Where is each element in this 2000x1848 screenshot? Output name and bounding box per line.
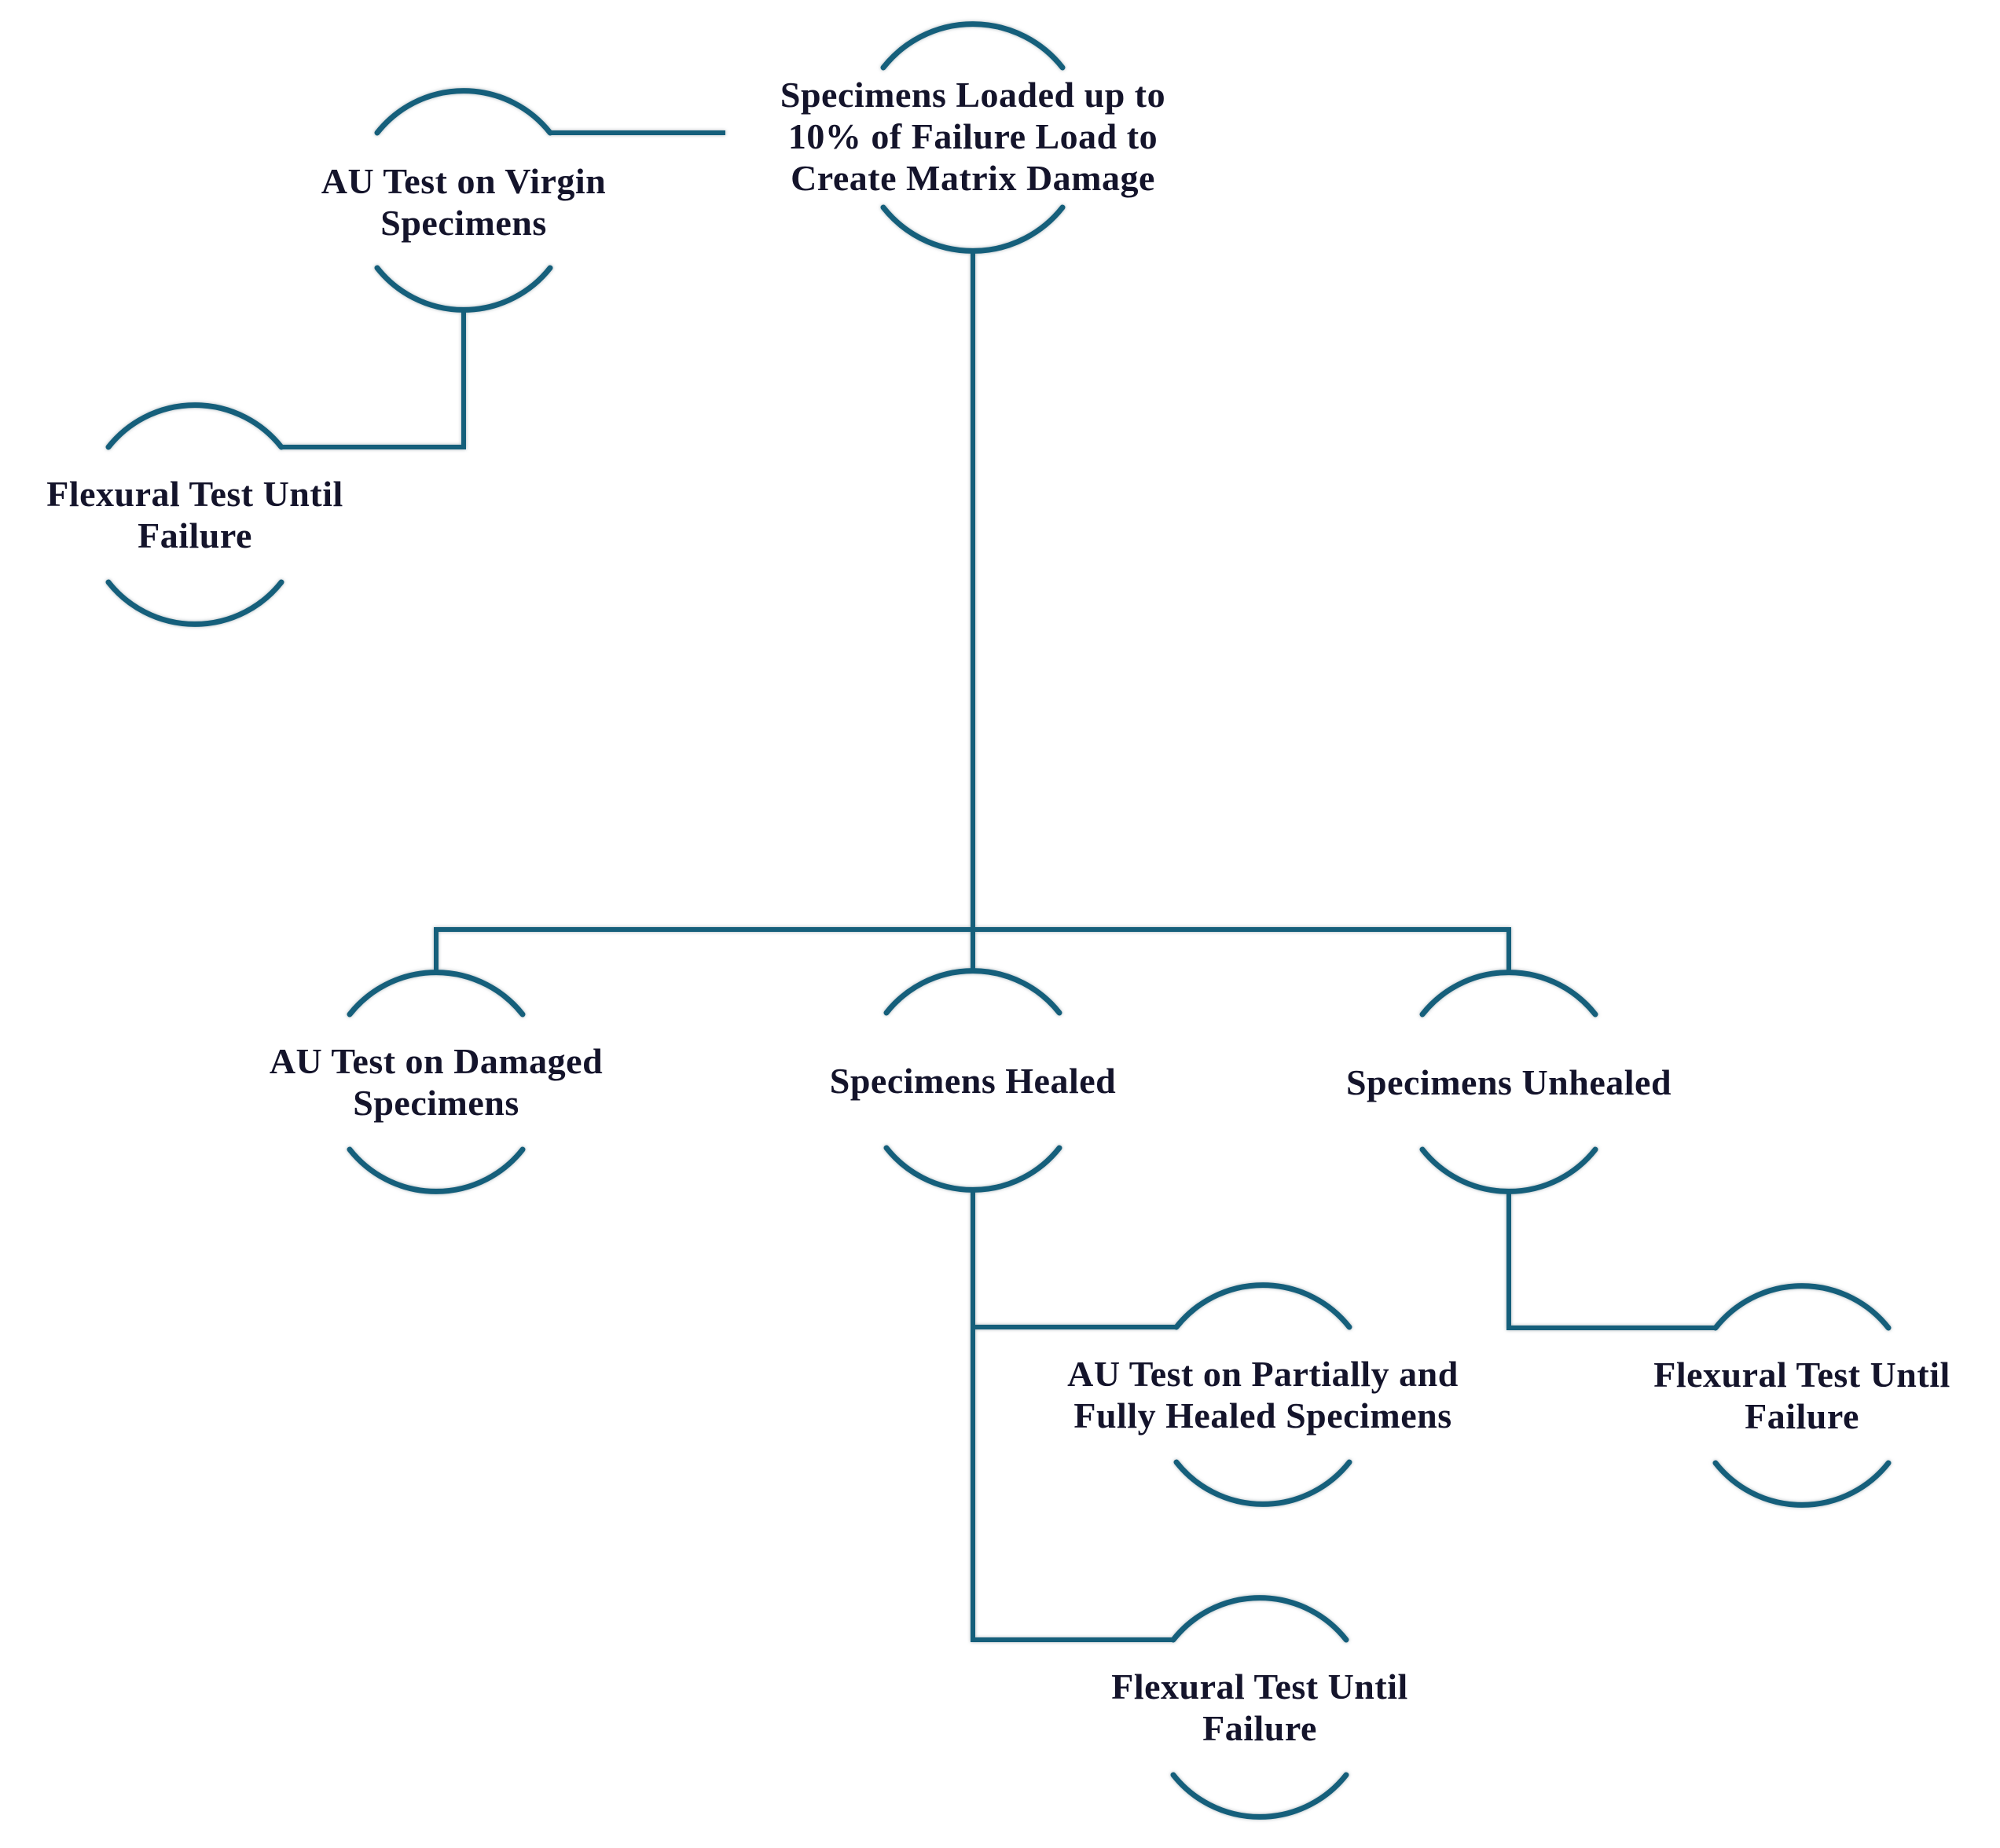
node-label-au-test-partial: AU Test on Partially and Fully Healed Sp…	[1067, 1354, 1459, 1436]
node-label-au-test-damaged: AU Test on Damaged Specimens	[269, 1041, 604, 1123]
node-specimens-unhealed-top-arc	[1419, 970, 1598, 1018]
node-label-specimens-unhealed: Specimens Unhealed	[1345, 1062, 1672, 1102]
node-au-test-partial-top-arc	[1173, 1282, 1352, 1330]
node-specimens-loaded-top-arc	[880, 21, 1066, 71]
node-flexural-unhealed-top-arc	[1712, 1283, 1892, 1331]
node-au-test-partial-bottom-arc	[1173, 1459, 1352, 1507]
node-specimens-unhealed-bottom-arc	[1419, 1146, 1598, 1194]
node-specimens-healed-top-arc	[883, 968, 1062, 1016]
node-label-specimens-healed: Specimens Healed	[829, 1061, 1117, 1101]
node-flexural-virgin-bottom-arc	[105, 579, 284, 627]
connector-unhealed-to-flexural	[1506, 1192, 1716, 1330]
node-flexural-healed-bottom-arc	[1170, 1772, 1349, 1820]
node-label-specimens-loaded: Specimens Loaded up to 10% of Failure Lo…	[780, 75, 1166, 198]
node-specimens-loaded-bottom-arc	[880, 204, 1066, 254]
node-au-test-damaged-bottom-arc	[347, 1146, 526, 1194]
node-flexural-healed-top-arc	[1170, 1595, 1349, 1643]
node-label-flexural-healed: Flexural Test Until Failure	[1111, 1666, 1408, 1748]
node-label-flexural-unhealed: Flexural Test Until Failure	[1653, 1355, 1950, 1436]
node-au-test-damaged-top-arc	[347, 970, 526, 1018]
node-au-test-virgin-top-arc	[374, 88, 553, 136]
node-label-au-test-virgin: AU Test on Virgin Specimens	[321, 161, 607, 243]
node-flexural-virgin-top-arc	[105, 402, 284, 450]
node-au-test-virgin-bottom-arc	[374, 265, 553, 313]
connector-virgin-to-flexural	[281, 310, 466, 449]
node-label-flexural-virgin: Flexural Test Until Failure	[46, 474, 343, 556]
node-specimens-healed-bottom-arc	[883, 1145, 1062, 1193]
node-flexural-unhealed-bottom-arc	[1712, 1460, 1892, 1508]
connector-healed-to-flexural	[971, 1190, 1173, 1642]
